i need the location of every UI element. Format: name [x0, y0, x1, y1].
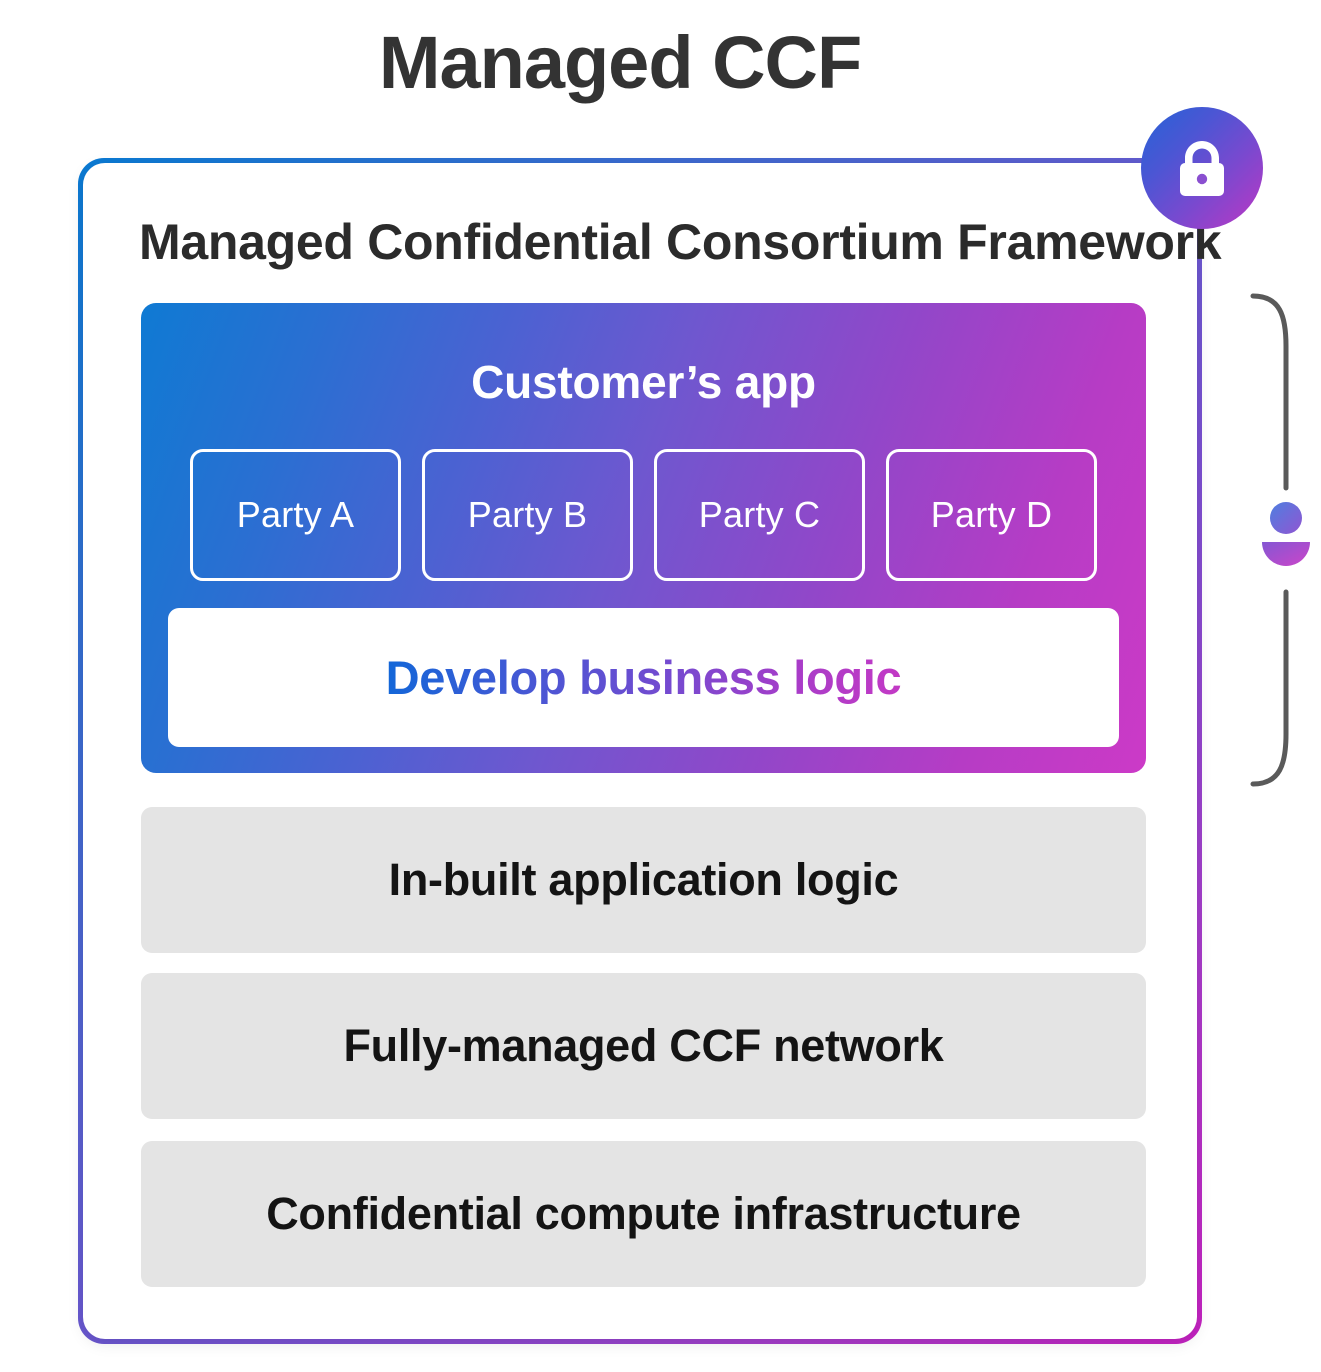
- stack-row-confidential-compute-infrastructure[interactable]: Confidential compute infrastructure: [141, 1141, 1146, 1287]
- party-box-b[interactable]: Party B: [422, 449, 633, 581]
- develop-business-logic-bar[interactable]: Develop business logic: [168, 608, 1119, 747]
- develop-business-logic-label: Develop business logic: [385, 651, 902, 704]
- party-label: Party C: [698, 494, 821, 535]
- party-label: Party D: [930, 494, 1053, 535]
- curly-bracket-icon: [1240, 290, 1321, 790]
- page-title: Managed CCF: [378, 21, 862, 104]
- customer-app-panel: Customer’s app Party A Party B Party C P…: [141, 303, 1146, 773]
- framework-heading: Managed Confidential Consortium Framewor…: [139, 214, 1222, 270]
- customer-app-title: Customer’s app: [471, 356, 816, 408]
- party-label: Party B: [467, 494, 588, 535]
- party-row: Party A Party B Party C Party D: [190, 449, 1097, 581]
- party-box-a[interactable]: Party A: [190, 449, 401, 581]
- stack-row-in-built-application-logic[interactable]: In-built application logic: [141, 807, 1146, 953]
- stack-row-label: Confidential compute infrastructure: [266, 1188, 1021, 1239]
- framework-card: Managed Confidential Consortium Framewor…: [78, 158, 1222, 1344]
- person-icon: [1261, 502, 1311, 574]
- party-box-c[interactable]: Party C: [654, 449, 865, 581]
- stack-row-label: In-built application logic: [388, 854, 899, 905]
- lock-badge-icon: [1141, 107, 1263, 229]
- stack-row-fully-managed-ccf-network[interactable]: Fully-managed CCF network: [141, 973, 1146, 1119]
- stack-row-label: Fully-managed CCF network: [343, 1020, 944, 1071]
- framework-card-inner: Managed Confidential Consortium Framewor…: [83, 163, 1222, 1339]
- party-box-d[interactable]: Party D: [886, 449, 1097, 581]
- party-label: Party A: [236, 494, 355, 535]
